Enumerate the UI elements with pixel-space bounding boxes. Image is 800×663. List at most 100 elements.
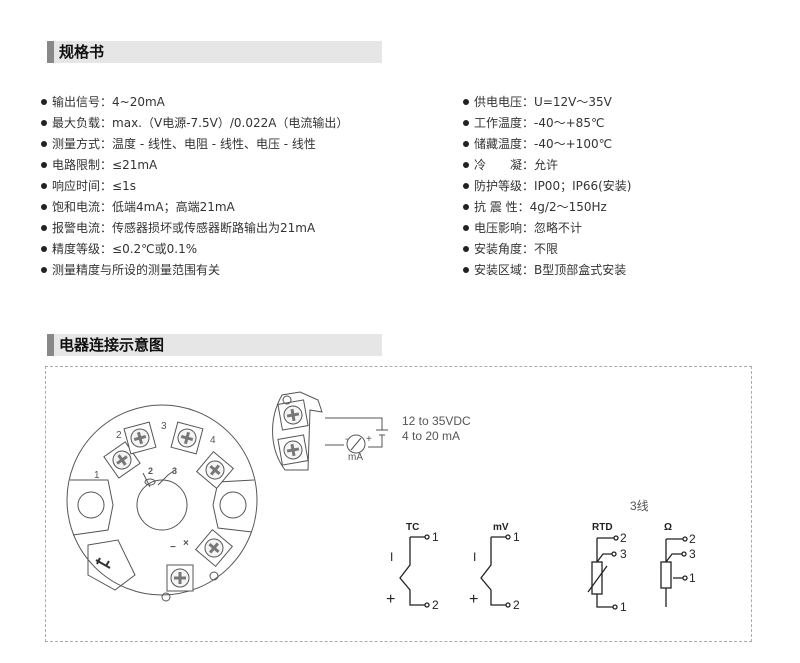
potentiometer-schematic	[660, 536, 688, 607]
spec-label: 储藏温度	[474, 137, 523, 151]
rtd-pin-1: 1	[620, 600, 627, 614]
spec-item: 响应时间：≤1s	[41, 178, 348, 199]
spec-item: 安装区域：B型顶部盒式安装	[463, 262, 632, 283]
spec-section-header: 规格书	[47, 41, 382, 63]
tc-plus: +	[386, 591, 395, 608]
mv-pin-1: 1	[513, 530, 520, 544]
spec-value: -40～+85℃	[534, 116, 605, 130]
output-connector: -+ mA 12 to 35VDC 4 to 20 mA	[272, 391, 471, 471]
rtd-pin-2: 2	[620, 531, 627, 545]
spec-item: 测量精度与所设的测量范围有关	[41, 262, 348, 283]
header-accent-bar	[47, 334, 54, 356]
bullet-icon	[463, 267, 469, 273]
screw-terminal-icon	[277, 399, 309, 431]
bullet-icon	[41, 183, 47, 189]
bullet-icon	[463, 183, 469, 189]
spec-separator: ：	[100, 221, 113, 235]
spec-value: 允许	[534, 158, 559, 172]
tc-minus: I	[390, 550, 393, 564]
terminal-label-4: 4	[210, 435, 216, 446]
supply-voltage-label: 12 to 35VDC	[402, 414, 471, 428]
spec-item: 最大负载：max.（V电源-7.5V）/0.022A（电流输出）	[41, 115, 348, 136]
spec-separator: ：	[522, 116, 535, 130]
spec-section-title: 规格书	[59, 43, 105, 61]
spec-value: -40～+100℃	[534, 137, 613, 151]
bullet-icon	[463, 225, 469, 231]
spec-separator: ：	[522, 158, 535, 172]
transmitter-head	[66, 404, 258, 602]
terminal-screws	[103, 399, 309, 592]
spec-value: IP00；IP66(安装)	[534, 179, 632, 193]
spec-label: 报警电流	[52, 221, 101, 235]
spec-label: 电路限制	[52, 158, 101, 172]
bullet-icon	[463, 120, 469, 126]
spec-separator: ：	[522, 95, 535, 109]
mv-plus: +	[469, 591, 478, 608]
spec-item: 饱和电流：低端4mA；高端21mA	[41, 199, 348, 220]
spec-label: 工作温度	[474, 116, 523, 130]
mv-pin-2: 2	[513, 598, 520, 612]
three-wire-label: 3线	[630, 499, 649, 513]
wiring-diagram-box	[45, 366, 752, 642]
spec-separator: ：	[522, 179, 535, 193]
spec-label: 冷 凝	[474, 158, 523, 172]
spec-item: 防护等级：IP00；IP66(安装)	[463, 178, 632, 199]
spec-value: 温度 - 线性、电阻 - 线性、电压 - 线性	[112, 137, 316, 151]
screw-terminal-icon	[195, 450, 235, 490]
tc-schematic	[399, 534, 430, 608]
spec-item: 储藏温度：-40～+100℃	[463, 136, 632, 157]
bullet-icon	[41, 204, 47, 210]
svg-text:2: 2	[148, 466, 153, 476]
mv-schematic	[480, 534, 511, 608]
spec-separator: ：	[100, 137, 113, 151]
spec-separator: ：	[522, 242, 535, 256]
spec-item: 冷 凝：允许	[463, 157, 632, 178]
spec-label: 电压影响	[474, 221, 523, 235]
bullet-icon	[41, 162, 47, 168]
spec-value: 忽略不计	[534, 221, 583, 235]
spec-item: 供电电压：U=12V～35V	[463, 94, 632, 115]
screw-terminal-icon	[194, 528, 234, 568]
spec-item: 电压影响：忽略不计	[463, 220, 632, 241]
bullet-icon	[41, 225, 47, 231]
spec-value: ≤21mA	[112, 158, 158, 172]
spec-separator: ：	[100, 200, 113, 214]
wiring-section-title: 电器连接示意图	[59, 336, 165, 354]
spec-item: 工作温度：-40～+85℃	[463, 115, 632, 136]
spec-value: ≤1s	[112, 179, 136, 193]
spec-value: ≤0.2℃或0.1%	[112, 242, 198, 256]
bullet-icon	[463, 162, 469, 168]
spec-value: 不限	[534, 242, 559, 256]
terminal-label-3: 3	[161, 421, 167, 432]
spec-label: 最大负载	[52, 116, 101, 130]
spec-separator: ：	[522, 263, 535, 277]
spec-value: 传感器损坏或传感器断路输出为21mA	[112, 221, 316, 235]
rtd-title: RTD	[592, 522, 613, 533]
supply-current-label: 4 to 20 mA	[402, 429, 460, 443]
bullet-icon	[41, 267, 47, 273]
bullet-icon	[41, 246, 47, 252]
ohm-pin-1: 1	[689, 571, 696, 585]
spec-label: 饱和电流	[52, 200, 101, 214]
bullet-icon	[41, 99, 47, 105]
spec-value: 测量精度与所设的测量范围有关	[52, 263, 221, 277]
bullet-icon	[463, 141, 469, 147]
svg-text:+: +	[366, 434, 372, 445]
screw-terminal-icon	[166, 564, 194, 592]
spec-label: 抗 震 性	[474, 200, 518, 214]
bullet-icon	[41, 141, 47, 147]
svg-text:−: −	[170, 542, 176, 553]
ohm-pin-2: 2	[689, 532, 696, 546]
spec-separator: ：	[517, 200, 530, 214]
spec-label: 防护等级	[474, 179, 523, 193]
screw-terminal-icon	[277, 434, 309, 466]
spec-item: 电路限制：≤21mA	[41, 157, 348, 178]
spec-separator: ：	[100, 242, 113, 256]
spec-label: 输出信号	[52, 95, 101, 109]
spec-separator: ：	[100, 158, 113, 172]
bullet-icon	[463, 246, 469, 252]
spec-separator: ：	[100, 116, 113, 130]
spec-value: 4~20mA	[112, 95, 165, 109]
svg-text:-: -	[345, 434, 348, 445]
